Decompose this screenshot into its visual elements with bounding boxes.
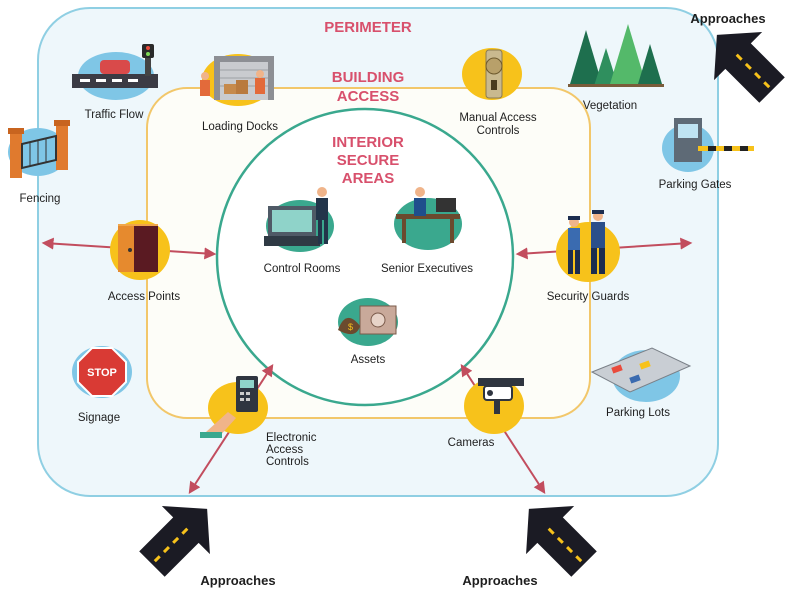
label-electronic-access-line-3: Controls xyxy=(266,456,309,468)
label-manual-access-line-1: Manual Access xyxy=(459,112,537,124)
label-approaches-top-right: Approaches xyxy=(690,11,765,26)
label-control-rooms: Control Rooms xyxy=(264,263,341,275)
electronic-access-controls-icon xyxy=(200,376,268,438)
label-loading-docks: Loading Docks xyxy=(202,121,278,133)
control-rooms-icon xyxy=(264,187,334,252)
label-manual-access-line-2: Controls xyxy=(477,125,520,137)
vegetation-icon xyxy=(568,24,664,87)
label-parking-lots: Parking Lots xyxy=(606,407,670,419)
stop-sign-text: STOP xyxy=(87,367,117,379)
interior-title-line-3: AREAS xyxy=(342,170,395,187)
building-access-title-line-2: ACCESS xyxy=(337,88,400,105)
manual-access-controls-icon xyxy=(462,48,522,100)
loading-docks-icon xyxy=(200,54,274,106)
svg-text:$: $ xyxy=(348,322,353,332)
parking-gates-icon xyxy=(662,118,754,172)
label-senior-executives: Senior Executives xyxy=(381,263,473,275)
interior-title-line-1: INTERIOR xyxy=(332,134,404,151)
label-assets: Assets xyxy=(351,354,386,366)
label-approaches-bottom-left: Approaches xyxy=(200,573,275,588)
senior-executives-icon xyxy=(394,187,462,250)
label-vegetation: Vegetation xyxy=(583,100,637,112)
label-security-guards: Security Guards xyxy=(547,291,630,303)
interior-title-line-2: SECURE xyxy=(337,152,400,169)
parking-lots-icon xyxy=(590,347,692,402)
label-access-points: Access Points xyxy=(108,291,180,303)
label-signage: Signage xyxy=(78,412,120,424)
signage-icon: STOP xyxy=(72,346,132,398)
perimeter-title: PERIMETER xyxy=(324,19,412,36)
label-cameras: Cameras xyxy=(448,437,495,449)
assets-icon: $ xyxy=(338,298,398,346)
approach-road-bottom-right-icon xyxy=(526,506,597,577)
label-traffic-flow: Traffic Flow xyxy=(85,109,144,121)
access-points-icon xyxy=(110,220,170,280)
label-fencing: Fencing xyxy=(20,193,61,205)
building-access-title-line-1: BUILDING xyxy=(332,69,405,86)
traffic-flow-icon xyxy=(72,44,158,100)
label-parking-gates: Parking Gates xyxy=(659,179,732,191)
label-electronic-access-line-1: Electronic xyxy=(266,432,317,444)
label-electronic-access-line-2: Access xyxy=(266,444,303,456)
approach-road-bottom-left-icon xyxy=(139,506,210,577)
approach-road-top-right-icon xyxy=(714,32,785,103)
security-guards-icon xyxy=(556,210,620,282)
label-approaches-bottom-right: Approaches xyxy=(462,573,537,588)
interior-secure-zone xyxy=(215,107,515,407)
fencing-icon xyxy=(8,120,70,178)
cameras-icon xyxy=(464,378,524,434)
